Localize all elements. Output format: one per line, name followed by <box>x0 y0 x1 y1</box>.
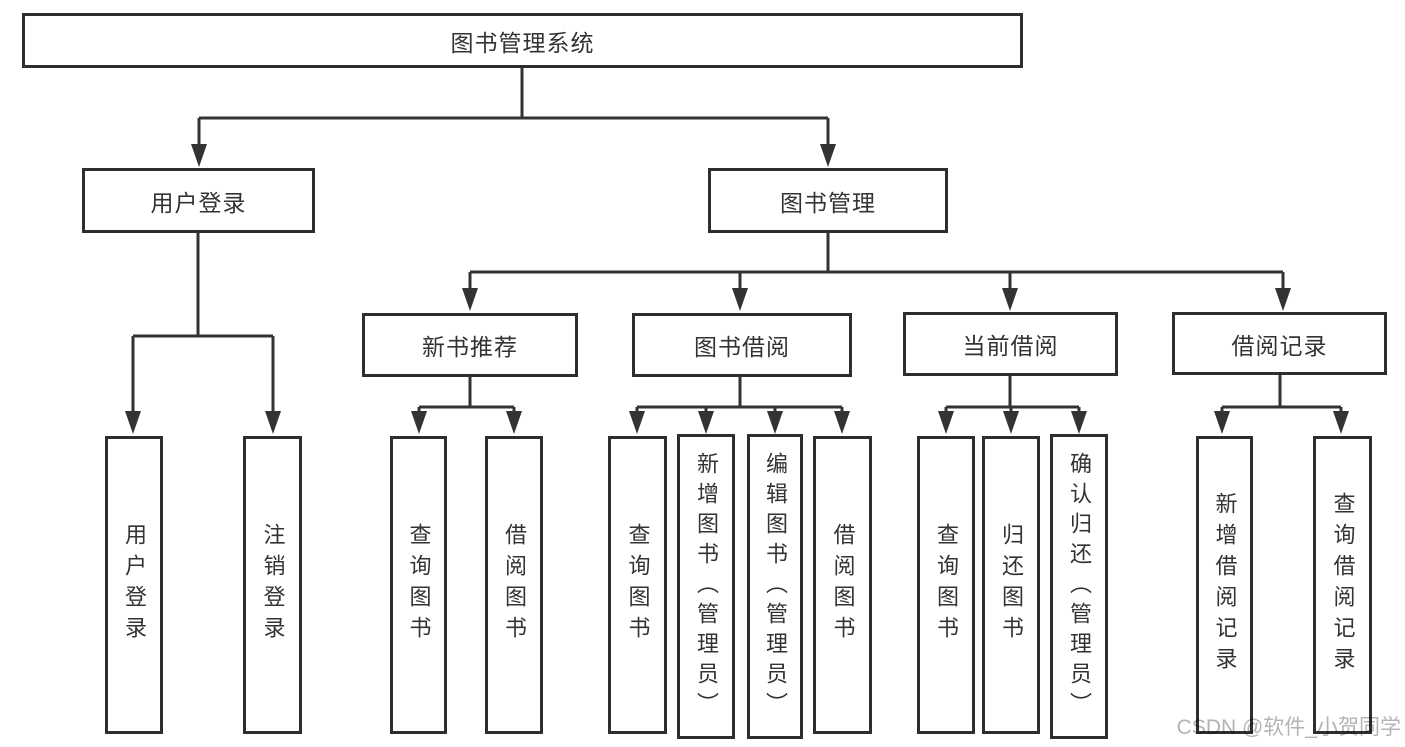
leaf-records-query-record: 查询借阅记录 <box>1313 436 1372 734</box>
node-borrow-records: 借阅记录 <box>1172 312 1387 375</box>
leaf-newrec-borrow-book: 借阅图书 <box>485 436 543 734</box>
node-book-borrow: 图书借阅 <box>632 313 852 377</box>
leaf-user-login: 用户登录 <box>105 436 163 734</box>
csdn-watermark: CSDN @软件_小贺同学 <box>1176 716 1401 739</box>
node-root: 图书管理系统 <box>22 13 1023 68</box>
leaf-borrow-query-book: 查询图书 <box>608 436 667 734</box>
leaf-borrow-add-book-admin: 新增图书（管理员） <box>677 434 735 739</box>
node-book-management: 图书管理 <box>708 168 948 233</box>
leaf-newrec-query-book: 查询图书 <box>390 436 447 734</box>
leaf-borrow-edit-book-admin: 编辑图书（管理员） <box>747 434 803 739</box>
leaf-records-add-record: 新增借阅记录 <box>1196 436 1253 734</box>
leaf-current-confirm-return-admin: 确认归还（管理员） <box>1050 434 1108 739</box>
leaf-current-return-book: 归还图书 <box>982 436 1040 734</box>
node-new-book-recommend: 新书推荐 <box>362 313 578 377</box>
leaf-current-query-book: 查询图书 <box>917 436 975 734</box>
leaf-logout: 注销登录 <box>243 436 302 734</box>
leaf-borrow-borrow-book: 借阅图书 <box>813 436 872 734</box>
node-user-login: 用户登录 <box>82 168 315 233</box>
node-current-borrow: 当前借阅 <box>903 312 1118 376</box>
